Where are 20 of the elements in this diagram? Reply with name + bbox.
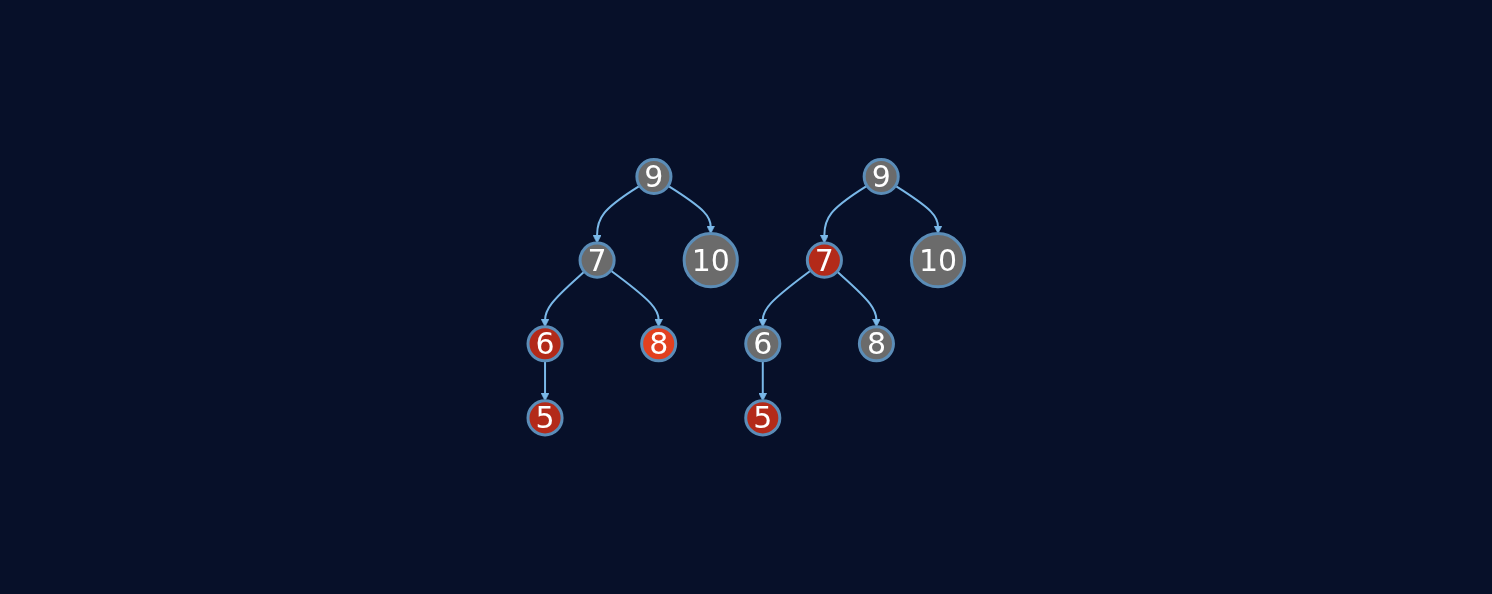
node-circle: 9 <box>635 157 673 195</box>
node-circle: 10 <box>682 231 739 289</box>
node-circle: 5 <box>526 399 564 437</box>
arrow <box>835 270 881 327</box>
arrow <box>592 184 641 244</box>
arrow <box>758 269 812 327</box>
arrow <box>819 184 868 244</box>
node-circle: 7 <box>578 241 616 279</box>
arrow <box>609 269 663 327</box>
node-circle: 7 <box>805 241 843 279</box>
node-circle: 9 <box>862 157 900 195</box>
arrow <box>894 184 943 234</box>
node-circle: 5 <box>743 399 781 437</box>
arrow <box>666 184 715 234</box>
node-circle: 10 <box>909 231 966 289</box>
arrow <box>540 270 586 327</box>
node-circle: 8 <box>857 325 895 363</box>
node-circle: 8 <box>639 325 677 363</box>
node-circle: 6 <box>743 325 781 363</box>
node-circle: 6 <box>526 325 564 363</box>
